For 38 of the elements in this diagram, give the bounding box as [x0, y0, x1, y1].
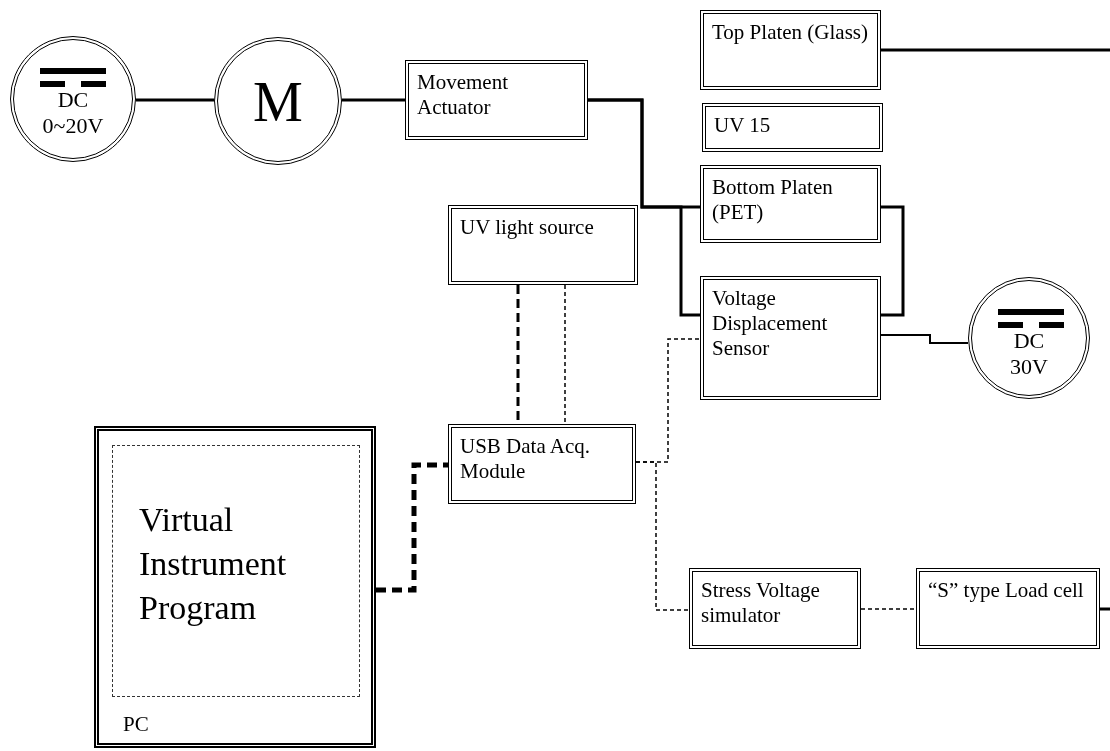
component-box: [448, 205, 638, 285]
connection-line: [342, 98, 405, 102]
signal-line: [376, 462, 448, 593]
signal-line: [635, 461, 690, 611]
component-box: [700, 10, 881, 90]
connection-line: [881, 48, 1110, 52]
motor-label: M: [252, 70, 304, 135]
component-label: Movement Actuator: [417, 70, 509, 121]
voltage-label: DC: [1012, 329, 1046, 354]
program-label: Virtual Instrument Program: [139, 500, 288, 629]
component-box: [405, 60, 588, 140]
voltage-label: 30V: [1009, 355, 1049, 380]
component-box: [702, 103, 883, 152]
component-label: Voltage Displacement Sensor: [712, 286, 829, 362]
component-label: UV light source: [460, 215, 595, 241]
component-label: “S” type Load cell: [928, 578, 1085, 604]
pc-box: [94, 426, 376, 748]
connection-line: [588, 98, 700, 317]
component-box: [916, 568, 1100, 649]
connection-line: [1100, 607, 1110, 611]
signal-line: [860, 608, 917, 610]
component-label: Stress Voltage simulator: [701, 578, 821, 629]
component-label: Top Platen (Glass): [712, 20, 869, 46]
signal-line: [564, 284, 566, 425]
component-box: [700, 276, 881, 400]
component-box: [689, 568, 861, 649]
voltage-label: 0~20V: [41, 114, 105, 139]
connection-line: [880, 334, 969, 344]
component-label: UV 15: [714, 113, 772, 139]
connection-line: [881, 205, 905, 317]
pc-label: PC: [123, 712, 149, 737]
program-box: [112, 445, 360, 697]
component-label: USB Data Acq. Module: [460, 434, 592, 485]
component-label: Bottom Platen (PET): [712, 175, 834, 226]
component-box: [448, 424, 636, 504]
voltage-label: DC: [56, 88, 90, 113]
connection-line: [136, 98, 214, 102]
component-box: [700, 165, 881, 243]
